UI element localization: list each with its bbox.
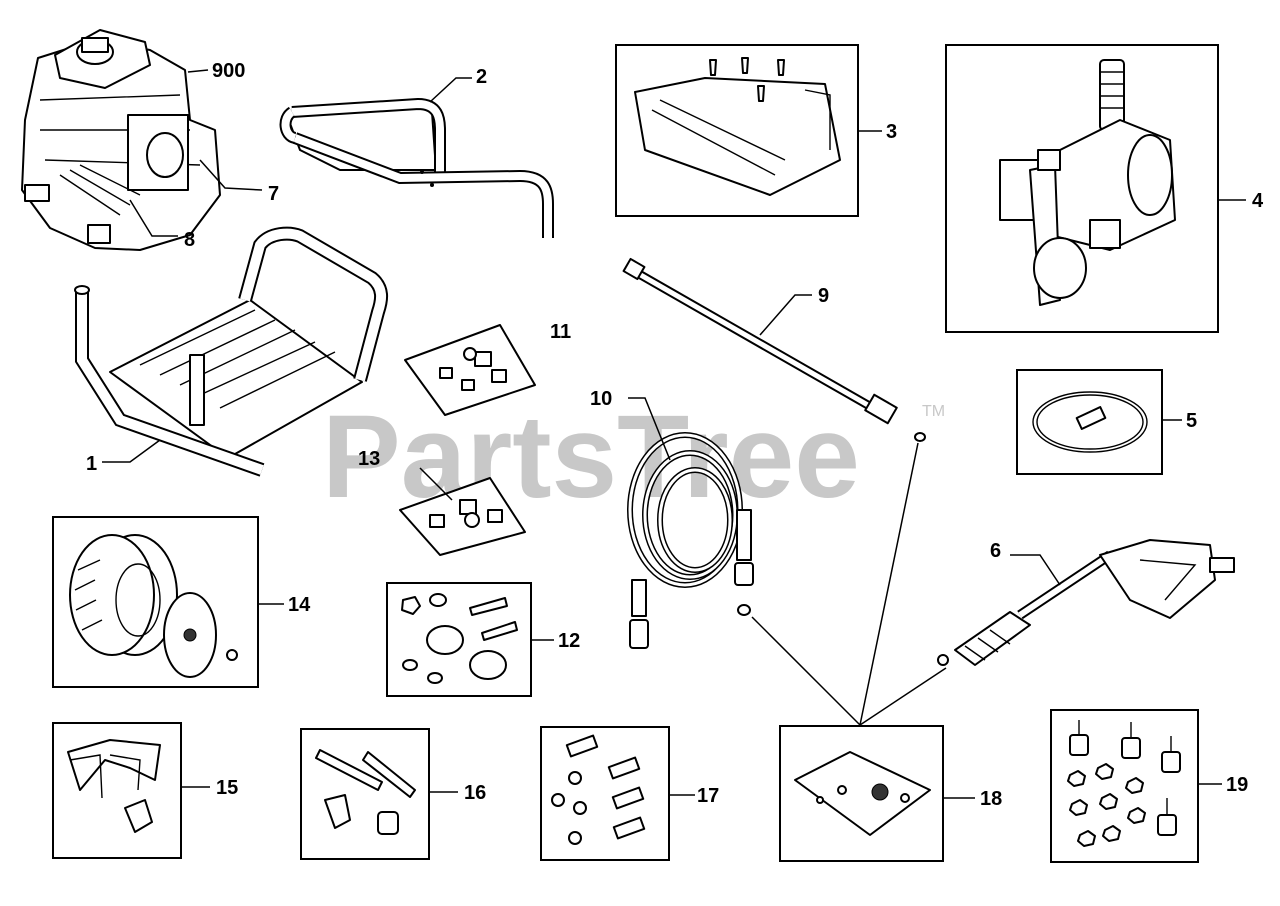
oring-kit-illustration — [1032, 391, 1148, 453]
hose-illustration — [627, 432, 754, 649]
callout-2-label: 2 — [476, 66, 487, 88]
callout-10: 10 — [590, 388, 671, 461]
part-box-15 — [52, 722, 182, 859]
callout-4: 4 — [1218, 190, 1264, 212]
bracket-15-illustration — [67, 739, 161, 833]
callout-10-label: 10 — [590, 388, 612, 410]
callout-19-label: 19 — [1226, 774, 1248, 796]
watermark-trademark: TM — [922, 403, 945, 420]
callout-8-label: 8 — [184, 229, 195, 251]
handle-illustration — [279, 98, 554, 238]
callout-15-label: 15 — [216, 777, 238, 799]
spray-wand-illustration — [622, 257, 926, 442]
mounts-19-illustration — [1067, 720, 1181, 847]
wheel-illustration — [69, 534, 238, 678]
callout-2: 2 — [429, 66, 487, 103]
callout-5: 5 — [1162, 410, 1197, 432]
callout-900-label: 900 — [212, 60, 245, 82]
callout-3: 3 — [858, 121, 897, 143]
callout-6-label: 6 — [990, 540, 1001, 562]
callout-14: 14 — [258, 594, 311, 616]
callout-18-label: 18 — [980, 788, 1002, 810]
hardware-bag-11 — [404, 324, 536, 416]
callout-7: 7 — [199, 159, 279, 205]
callout-16: 16 — [429, 782, 486, 804]
frame-illustration — [74, 226, 389, 477]
callout-19: 19 — [1198, 774, 1248, 796]
callout-17-label: 17 — [697, 785, 719, 807]
watermark: PartsTree TM — [322, 391, 945, 523]
callout-18: 18 — [943, 788, 1002, 810]
part-box-17 — [540, 726, 670, 861]
callout-1-label: 1 — [86, 453, 97, 475]
callout-11-label: 11 — [550, 321, 571, 343]
callout-17: 17 — [669, 785, 719, 807]
callout-9-label: 9 — [818, 285, 829, 307]
oring-bag-18-illustration — [794, 751, 931, 836]
pump-illustration — [999, 59, 1176, 306]
callout-4-label: 4 — [1252, 190, 1264, 212]
callout-13: 13 — [358, 448, 453, 501]
callout-15: 15 — [181, 777, 238, 799]
callout-1: 1 — [86, 439, 161, 475]
hardware-bag-13 — [399, 477, 526, 556]
callout-9: 9 — [759, 285, 829, 336]
callout-13-label: 13 — [358, 448, 380, 470]
callout-14-label: 14 — [288, 594, 311, 616]
callout-900: 900 — [187, 60, 245, 82]
callout-7-label: 7 — [268, 183, 279, 205]
callout-16-label: 16 — [464, 782, 486, 804]
bolts-16-illustration — [315, 749, 416, 835]
spray-gun-illustration — [937, 539, 1235, 666]
engine-illustration — [21, 29, 221, 251]
hardware-12-illustration — [401, 593, 518, 684]
bolts-17-illustration — [551, 734, 646, 845]
callout-5-label: 5 — [1186, 410, 1197, 432]
nozzle-holder-illustration — [634, 57, 841, 196]
watermark-text: PartsTree — [322, 391, 860, 523]
leaders-to-18 — [751, 442, 947, 726]
callout-8: 8 — [129, 199, 195, 251]
callout-3-label: 3 — [886, 121, 897, 143]
callout-11: 11 — [550, 321, 571, 343]
callout-6: 6 — [990, 540, 1061, 586]
callout-12-label: 12 — [558, 630, 580, 652]
callout-12: 12 — [531, 630, 580, 652]
